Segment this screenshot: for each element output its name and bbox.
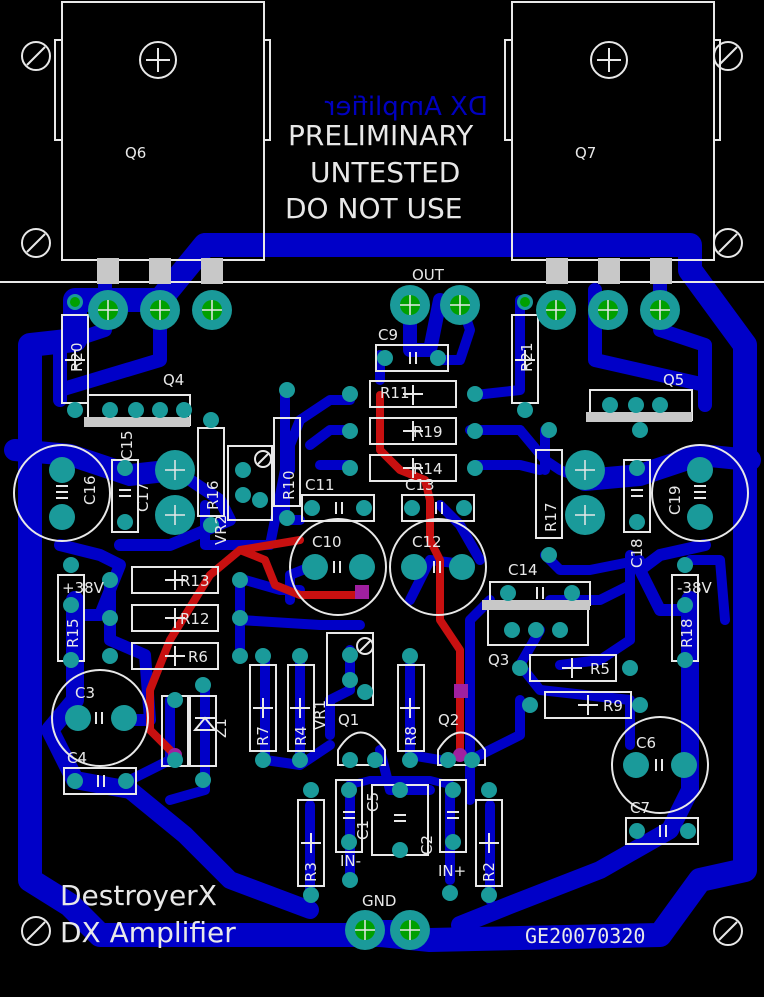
net-in-minus-label: IN-: [340, 852, 361, 870]
label-c12: C12: [412, 533, 442, 551]
label-r18: R18: [678, 618, 696, 648]
label-z1: Z1: [212, 718, 230, 738]
label-c4: C4: [67, 749, 87, 767]
label-c5: C5: [364, 792, 382, 812]
label-r21: R21: [518, 342, 536, 372]
label-r9: R9: [603, 697, 623, 715]
label-q7: Q7: [575, 144, 596, 162]
warning-line-2: UNTESTED: [310, 156, 460, 189]
label-r11: R11: [380, 384, 410, 402]
transistor-tabs: [84, 412, 692, 610]
label-q2: Q2: [438, 711, 459, 729]
label-r10: R10: [280, 470, 298, 500]
label-c17: C17: [134, 482, 152, 512]
footer-code: GE20070320: [525, 924, 645, 948]
label-r7: R7: [254, 726, 272, 746]
label-c13: C13: [405, 476, 435, 494]
label-q4: Q4: [163, 371, 184, 389]
label-q6: Q6: [125, 144, 146, 162]
label-r6: R6: [188, 648, 208, 666]
mirrored-title-text: DX Amplifier: [324, 92, 488, 122]
label-r12: R12: [180, 610, 210, 628]
footer-name: DestroyerX: [60, 879, 217, 912]
label-c15: C15: [118, 430, 136, 460]
label-r14: R14: [413, 460, 443, 478]
mounting-holes: [21, 41, 743, 946]
warning-line-1: PRELIMINARY: [288, 119, 474, 152]
label-c3: C3: [75, 684, 95, 702]
label-c9: C9: [378, 326, 398, 344]
net-in-plus-label: IN+: [438, 862, 466, 880]
label-r3: R3: [302, 862, 320, 882]
label-c11: C11: [305, 476, 335, 494]
silkscreen-outlines: [13, 314, 749, 887]
label-c14: C14: [508, 561, 538, 579]
label-c1: C1: [354, 820, 372, 840]
label-c19: C19: [666, 485, 684, 515]
label-r8: R8: [402, 726, 420, 746]
warning-line-3: DO NOT USE: [285, 192, 462, 225]
label-c7: C7: [630, 799, 650, 817]
net-pos-rail-label: +38V: [62, 579, 105, 597]
label-r17: R17: [542, 502, 560, 532]
label-r15: R15: [64, 618, 82, 648]
label-vr1: VR1: [311, 700, 329, 730]
net-gnd-label: GND: [362, 892, 396, 910]
label-q1: Q1: [338, 711, 359, 729]
vias: [168, 585, 468, 762]
label-r4: R4: [292, 726, 310, 746]
label-vr2: VR2: [212, 515, 230, 545]
label-c6: C6: [636, 734, 656, 752]
label-c10: C10: [312, 533, 342, 551]
label-q5: Q5: [663, 371, 684, 389]
label-c18: C18: [628, 538, 646, 568]
label-r13: R13: [180, 572, 210, 590]
net-out-label: OUT: [412, 266, 445, 284]
component-symbols: [56, 350, 706, 853]
label-q3: Q3: [488, 651, 509, 669]
label-c16: C16: [81, 475, 99, 505]
label-r5: R5: [590, 660, 610, 678]
label-r19: R19: [413, 423, 443, 441]
footer-product: DX Amplifier: [60, 916, 236, 949]
label-r16: R16: [204, 480, 222, 510]
drill-crosses: [98, 295, 670, 940]
label-r20: R20: [68, 342, 86, 372]
label-r2: R2: [480, 862, 498, 882]
transistor-legs: [97, 258, 672, 284]
label-c2: C2: [418, 835, 436, 855]
mirrored-title: DX Amplifier: [324, 92, 488, 122]
net-neg-rail-label: -38V: [677, 579, 712, 597]
